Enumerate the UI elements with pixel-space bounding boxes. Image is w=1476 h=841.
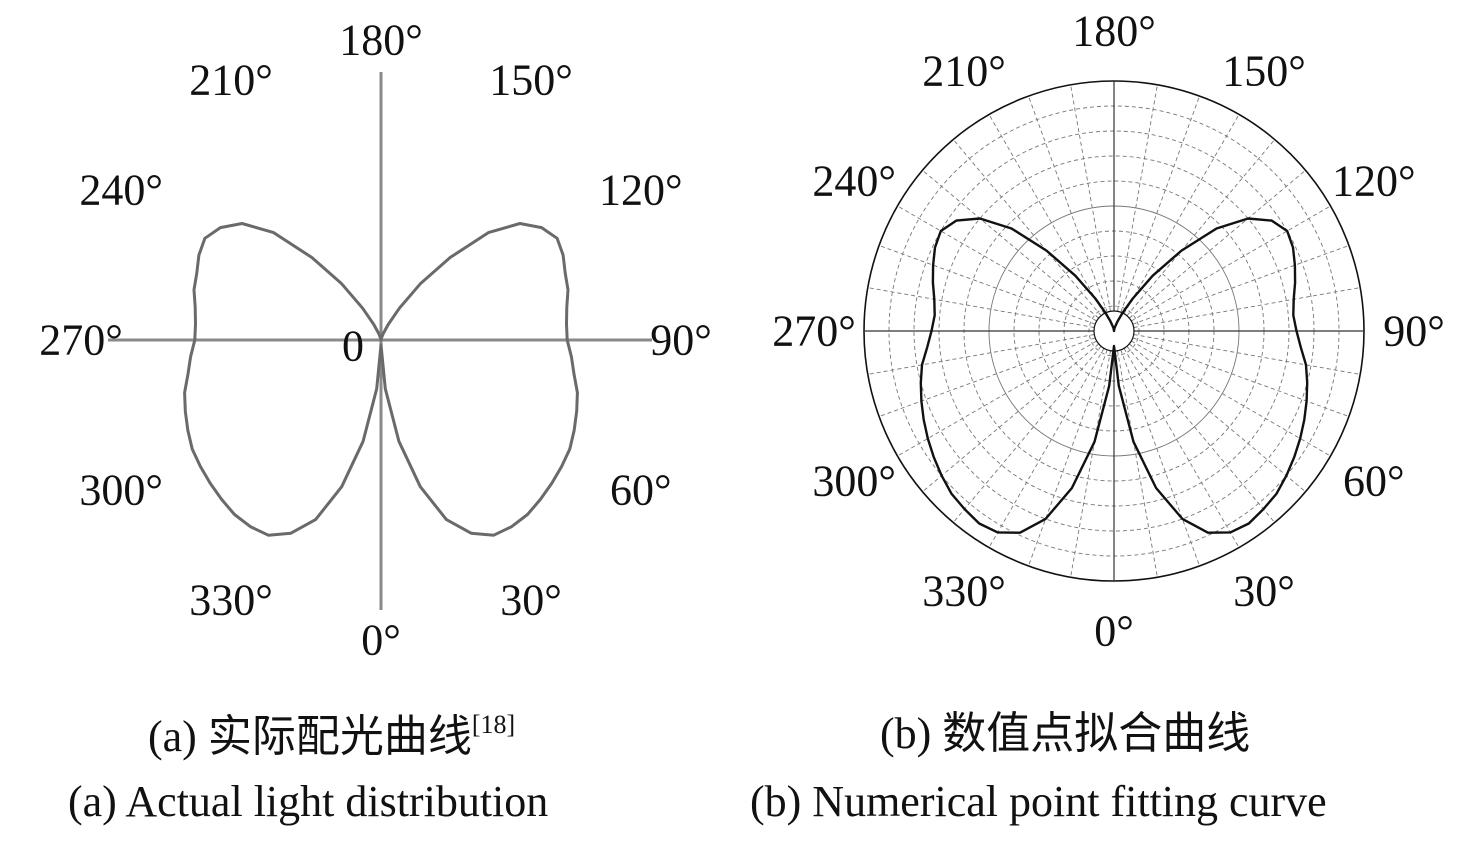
panel-b-grid-spoke <box>878 245 1096 325</box>
panel-b-grid-spoke <box>1028 95 1108 313</box>
caption-a-english: (a) Actual light distribution <box>68 780 548 824</box>
panel-b-fitted-curve <box>919 217 1309 534</box>
caption-b-english-text: (b) Numerical point fitting curve <box>750 777 1327 826</box>
panel-b-angle-label-300: 300° <box>812 457 896 506</box>
panel-a-angle-label-210: 210° <box>189 56 273 105</box>
panel-a-center-label: 0 <box>342 322 364 371</box>
panel-b-angle-label-60: 60° <box>1343 457 1405 506</box>
panel-b-grid-spoke <box>1131 340 1331 457</box>
panel-b-grid-spoke <box>1126 346 1276 523</box>
panel-b-angle-label-150: 150° <box>1222 47 1306 96</box>
panel-b-grid-spoke <box>1131 205 1331 322</box>
panel-a-angle-label-0: 0° <box>361 616 401 665</box>
panel-b-grid-spoke <box>1129 169 1306 319</box>
panel-b-angle-label-30: 30° <box>1233 566 1295 615</box>
panel-b-angle-label-0: 0° <box>1094 607 1134 656</box>
caption-b-english: (b) Numerical point fitting curve <box>750 780 1327 824</box>
panel-a-angle-label-30: 30° <box>500 575 562 624</box>
panel-b-angle-label-210: 210° <box>922 47 1006 96</box>
panel-b-grid-spoke <box>952 139 1102 316</box>
panel-b-angle-label-90: 90° <box>1383 307 1445 356</box>
caption-a-reference: [18] <box>471 710 516 739</box>
panel-b-angle-label-180: 180° <box>1072 7 1156 56</box>
panel-b-grid-spoke <box>1123 114 1240 314</box>
panel-b-grid-spoke <box>988 348 1105 548</box>
panel-a-actual-chart: 0 0° 30° 60° 90° 120° 150° 180° 210° 240° 270° 300°… <box>39 16 712 665</box>
panel-a-angle-label-300: 300° <box>79 466 163 515</box>
panel-b-grid-spoke <box>867 287 1095 328</box>
panel-b-grid-spoke <box>1133 287 1361 328</box>
caption-a-chinese: (a) 实际配光曲线[18] <box>148 712 515 759</box>
panel-b-grid-spoke <box>1129 343 1306 493</box>
panel-b-polar-grid <box>863 80 1365 582</box>
polar-figure: 0 0° 30° 60° 90° 120° 150° 180° 210° 240° 270° 300°… <box>39 7 1445 665</box>
panel-a-light-distribution-curve <box>183 222 579 537</box>
panel-b-grid-spoke <box>1123 348 1240 548</box>
panel-b-grid-spoke <box>1126 139 1276 316</box>
panel-a-angle-label-180: 180° <box>339 16 423 65</box>
panel-b-grid-spoke <box>988 114 1105 314</box>
panel-b-fitted-chart: 0° 30° 60° 90° 120° 150° 180° 210° 240° 270° 300° 3… <box>772 7 1445 656</box>
panel-a-angle-label-90: 90° <box>650 316 712 365</box>
panel-b-grid-spoke <box>1117 84 1158 312</box>
caption-a-chinese-text: (a) 实际配光曲线 <box>148 712 472 761</box>
panel-b-grid-spoke <box>1132 337 1350 417</box>
panel-b-grid-spoke <box>1028 349 1108 567</box>
panel-b-angle-label-120: 120° <box>1332 157 1416 206</box>
panel-b-grid-spoke <box>1132 245 1350 325</box>
panel-a-angle-label-150: 150° <box>489 56 573 105</box>
caption-b-chinese: (b) 数值点拟合曲线 <box>880 712 1250 756</box>
panel-b-grid-spoke <box>1120 95 1200 313</box>
panel-b-grid-spoke <box>1070 350 1111 578</box>
panel-b-grid-spoke <box>952 346 1102 523</box>
panel-a-angle-label-60: 60° <box>610 466 672 515</box>
panel-b-grid-spoke <box>1070 84 1111 312</box>
panel-b-grid-spoke <box>1133 334 1361 375</box>
panel-a-angle-label-240: 240° <box>79 166 163 215</box>
panel-b-grid-spoke <box>922 169 1099 319</box>
panel-b-grid-spoke <box>897 205 1097 322</box>
panel-a-angle-label-270: 270° <box>39 316 123 365</box>
panel-b-grid-spoke <box>922 343 1099 493</box>
panel-b-grid-spoke <box>878 337 1096 417</box>
panel-b-grid-spoke <box>867 334 1095 375</box>
panel-a-angle-label-120: 120° <box>599 166 683 215</box>
panel-b-grid-spoke <box>897 340 1097 457</box>
panel-b-grid-spoke <box>1120 349 1200 567</box>
panel-b-angle-label-240: 240° <box>812 157 896 206</box>
panel-a-angle-label-330: 330° <box>189 575 273 624</box>
caption-a-english-text: (a) Actual light distribution <box>68 777 549 826</box>
caption-b-chinese-text: (b) 数值点拟合曲线 <box>880 709 1251 758</box>
panel-b-grid-spoke <box>1117 350 1158 578</box>
panel-b-angle-label-330: 330° <box>922 566 1006 615</box>
panel-b-angle-label-270: 270° <box>772 307 856 356</box>
